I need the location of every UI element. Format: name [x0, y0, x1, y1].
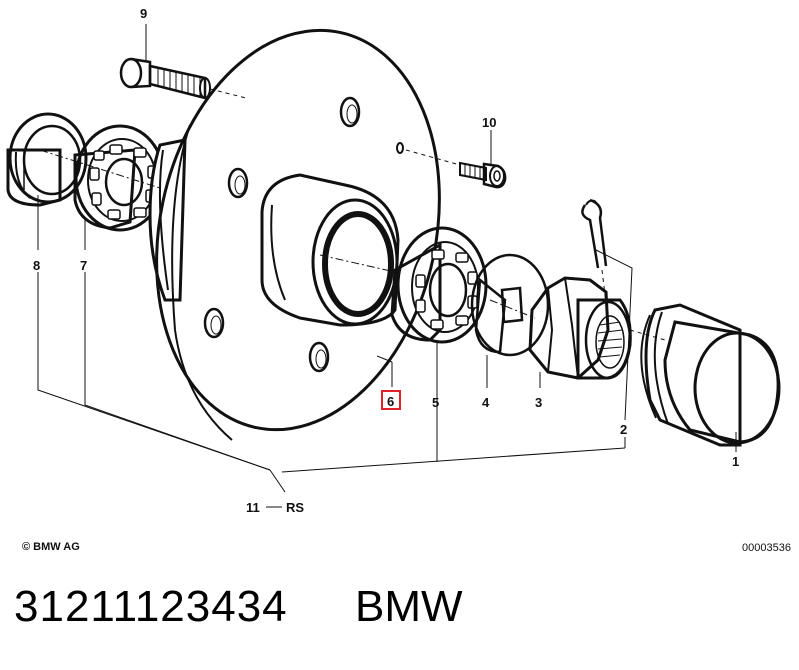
- callout-6: 6: [387, 394, 394, 409]
- part-8-bearing-race: [6, 112, 88, 207]
- callout-5: 5: [432, 395, 439, 410]
- callout-2: 2: [620, 422, 627, 437]
- centre-axis: [39, 149, 536, 319]
- leader-lines: [37, 24, 737, 508]
- part-10-socket-bolt: [405, 149, 507, 189]
- part-4-washer: [470, 253, 550, 357]
- callout-6-highlight-box: [381, 390, 401, 410]
- part-5-roller-bearing: [390, 226, 488, 344]
- callout-11-suffix: RS: [286, 500, 304, 515]
- callout-3: 3: [535, 395, 542, 410]
- part-number: 31211123434: [14, 582, 288, 631]
- wheel-hub-disc: [148, 28, 441, 441]
- drawing-number: 00003536: [742, 542, 791, 554]
- copyright-notice: © BMW AG: [22, 541, 80, 553]
- callout-4: 4: [482, 395, 490, 410]
- part-3-castle-nut: [528, 276, 632, 380]
- callout-1: 1: [732, 454, 739, 469]
- callout-7: 7: [80, 258, 87, 273]
- callout-8: 8: [33, 258, 40, 273]
- part-9-wheel-stud: [119, 57, 247, 100]
- callout-9: 9: [140, 6, 147, 21]
- callout-11: 11: [246, 500, 260, 515]
- exploded-parts-diagram: 9 10 8 7 6 5 4 3 2 1 11 RS: [6, 6, 781, 515]
- callout-10: 10: [482, 115, 496, 130]
- part-2-cotter-pin: [581, 198, 609, 321]
- part-1-hub-cap: [629, 303, 781, 447]
- brand-name: BMW: [355, 582, 463, 631]
